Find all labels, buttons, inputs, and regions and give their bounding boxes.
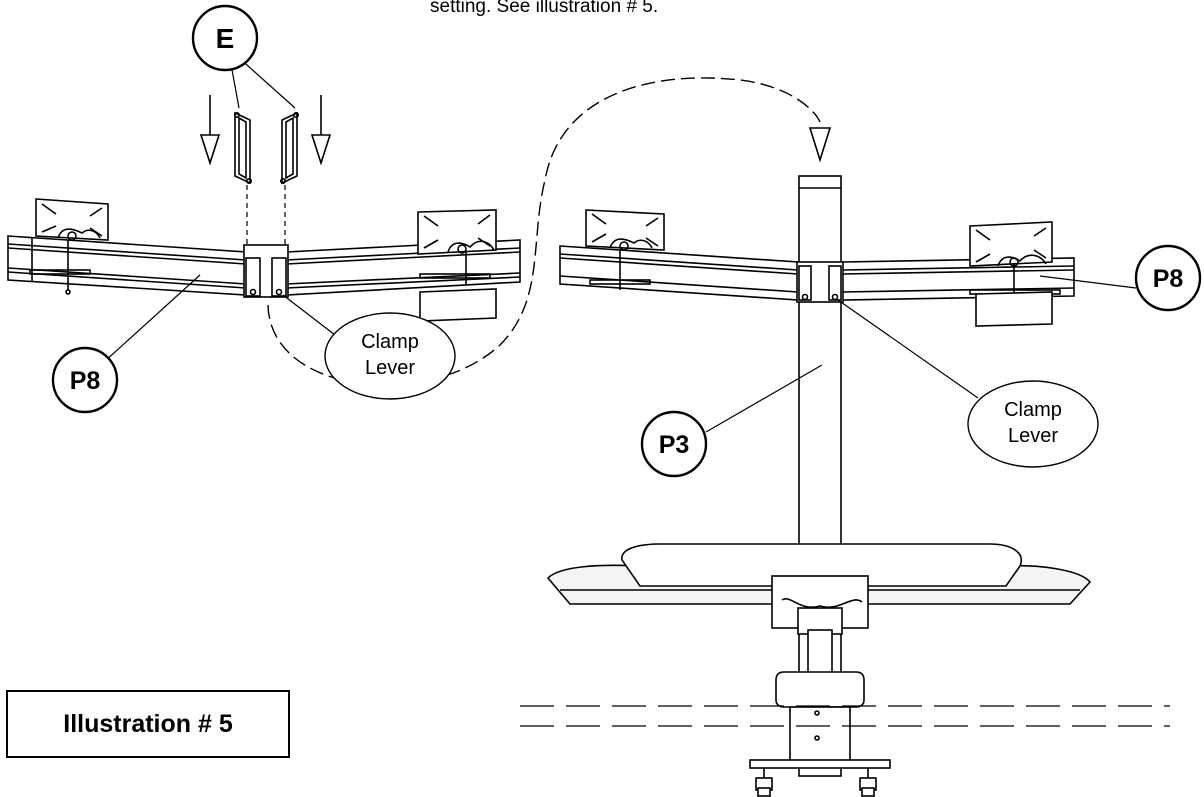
clamp-lever-left-line2: Lever	[365, 357, 415, 379]
left-arm-p8	[7, 235, 247, 296]
monitor-plate-right-1	[585, 209, 665, 251]
upright-arrow-icon	[808, 127, 832, 163]
callout-p3-label: P3	[659, 431, 690, 459]
callout-p8-left: P8	[51, 274, 201, 414]
right-stand-left-arm	[559, 245, 799, 301]
callout-p8-right: P8	[1039, 244, 1202, 312]
callout-clamp-lever-right: Clamp Lever	[837, 299, 1099, 468]
caption-fragment: setting. See illustration # 5.	[430, 0, 659, 17]
callout-clamp-lever-left: Clamp Lever	[282, 294, 456, 400]
clamp-knob-left-icon	[755, 777, 773, 797]
right-stand-assembly	[520, 175, 1170, 797]
right-arrow-icon	[310, 95, 332, 166]
monitor-plate-right-2	[969, 221, 1053, 327]
part-e-plate-right	[279, 111, 299, 185]
illustration-label: Illustration # 5	[63, 709, 233, 738]
monitor-plate-left-1	[35, 198, 109, 295]
right-center-hub	[796, 261, 844, 303]
clamp-lever-left-line1: Clamp	[361, 331, 419, 353]
callout-e: E	[191, 4, 259, 72]
left-arrow-icon	[199, 95, 221, 166]
callout-p3: P3	[640, 364, 823, 478]
callout-p8-left-label: P8	[70, 367, 101, 395]
clamp-lever-right-line1: Clamp	[1004, 399, 1062, 421]
right-stand-right-arm	[841, 257, 1075, 301]
left-center-hub	[243, 244, 289, 298]
clamp-knob-right-icon	[859, 777, 877, 797]
left-arm-assembly	[7, 47, 832, 386]
callout-p8-right-label: P8	[1153, 265, 1184, 293]
part-e-plate-left	[234, 111, 253, 185]
desk-clamp	[749, 671, 891, 778]
callout-e-label: E	[216, 23, 235, 54]
illustration-label-box: Illustration # 5	[6, 690, 290, 758]
monitor-plate-left-2	[417, 209, 497, 322]
clamp-lever-right-line2: Lever	[1008, 425, 1058, 447]
